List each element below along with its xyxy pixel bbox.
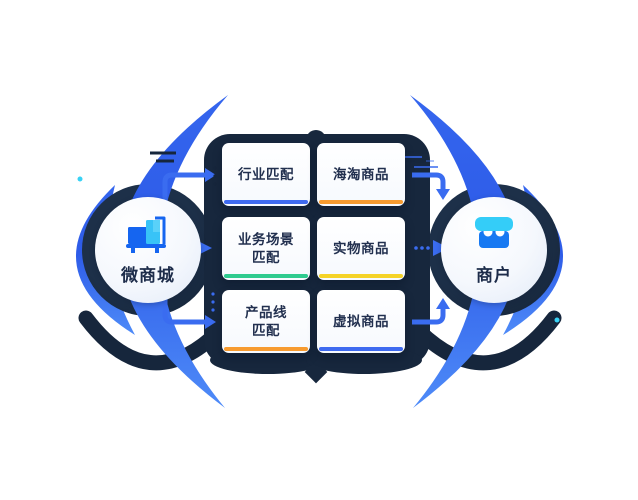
arrow-left-bottom xyxy=(162,296,205,325)
card-accent-bar xyxy=(224,347,308,351)
hub-merchant: 商户 xyxy=(441,197,547,303)
card-label: 产品线 匹配 xyxy=(245,304,287,339)
glint-cyan-left xyxy=(77,176,83,182)
card-label: 海淘商品 xyxy=(333,166,389,184)
card-label-line: 实物商品 xyxy=(333,240,389,256)
right-crescent xyxy=(410,95,518,408)
card-label: 实物商品 xyxy=(333,240,389,258)
glint-cyan-right xyxy=(554,317,560,323)
card-label-line: 匹配 xyxy=(252,249,280,265)
card-label: 业务场景 匹配 xyxy=(238,231,294,266)
card-label-line: 虚拟商品 xyxy=(333,313,389,329)
arrow-right-top xyxy=(412,172,446,189)
card-industry-match: 行业匹配 xyxy=(222,143,310,206)
arrow-right-bottom xyxy=(412,309,446,325)
card-virtual-goods: 虚拟商品 xyxy=(317,290,405,353)
card-accent-bar xyxy=(319,200,403,204)
arrowhead-right-top xyxy=(436,189,450,200)
card-product-line-match: 产品线 匹配 xyxy=(222,290,310,353)
card-accent-bar xyxy=(224,200,308,204)
card-accent-bar xyxy=(319,274,403,278)
card-label: 虚拟商品 xyxy=(333,313,389,331)
arrow-group-right xyxy=(412,160,450,325)
arrowhead-left-top xyxy=(205,168,216,182)
right-hub-outer-arc xyxy=(412,310,562,371)
card-accent-bar xyxy=(319,347,403,351)
card-label-line: 匹配 xyxy=(252,322,280,338)
card-overseas-goods: 海淘商品 xyxy=(317,143,405,206)
arrow-left-top xyxy=(162,172,205,204)
hub-label: 商户 xyxy=(476,265,512,285)
arrowhead-left-bottom xyxy=(205,315,216,329)
card-accent-bar xyxy=(224,274,308,278)
left-hub-outer-arc xyxy=(78,310,226,371)
left-crescent xyxy=(120,95,228,408)
arrow-group-left xyxy=(162,168,216,329)
hub-micro-mall: 微商城 xyxy=(95,197,201,303)
card-label-line: 产品线 xyxy=(245,304,287,320)
arrowhead-right-bottom xyxy=(436,298,450,309)
card-label-line: 海淘商品 xyxy=(333,166,389,182)
hub-label: 微商城 xyxy=(121,265,175,285)
card-business-scenario-match: 业务场景 匹配 xyxy=(222,217,310,280)
storefront-icon xyxy=(475,216,513,248)
card-label-line: 业务场景 xyxy=(238,231,294,247)
card-physical-goods: 实物商品 xyxy=(317,217,405,280)
shopping-cart-icon xyxy=(126,216,166,253)
card-label: 行业匹配 xyxy=(238,166,294,184)
card-label-line: 行业匹配 xyxy=(238,166,294,182)
